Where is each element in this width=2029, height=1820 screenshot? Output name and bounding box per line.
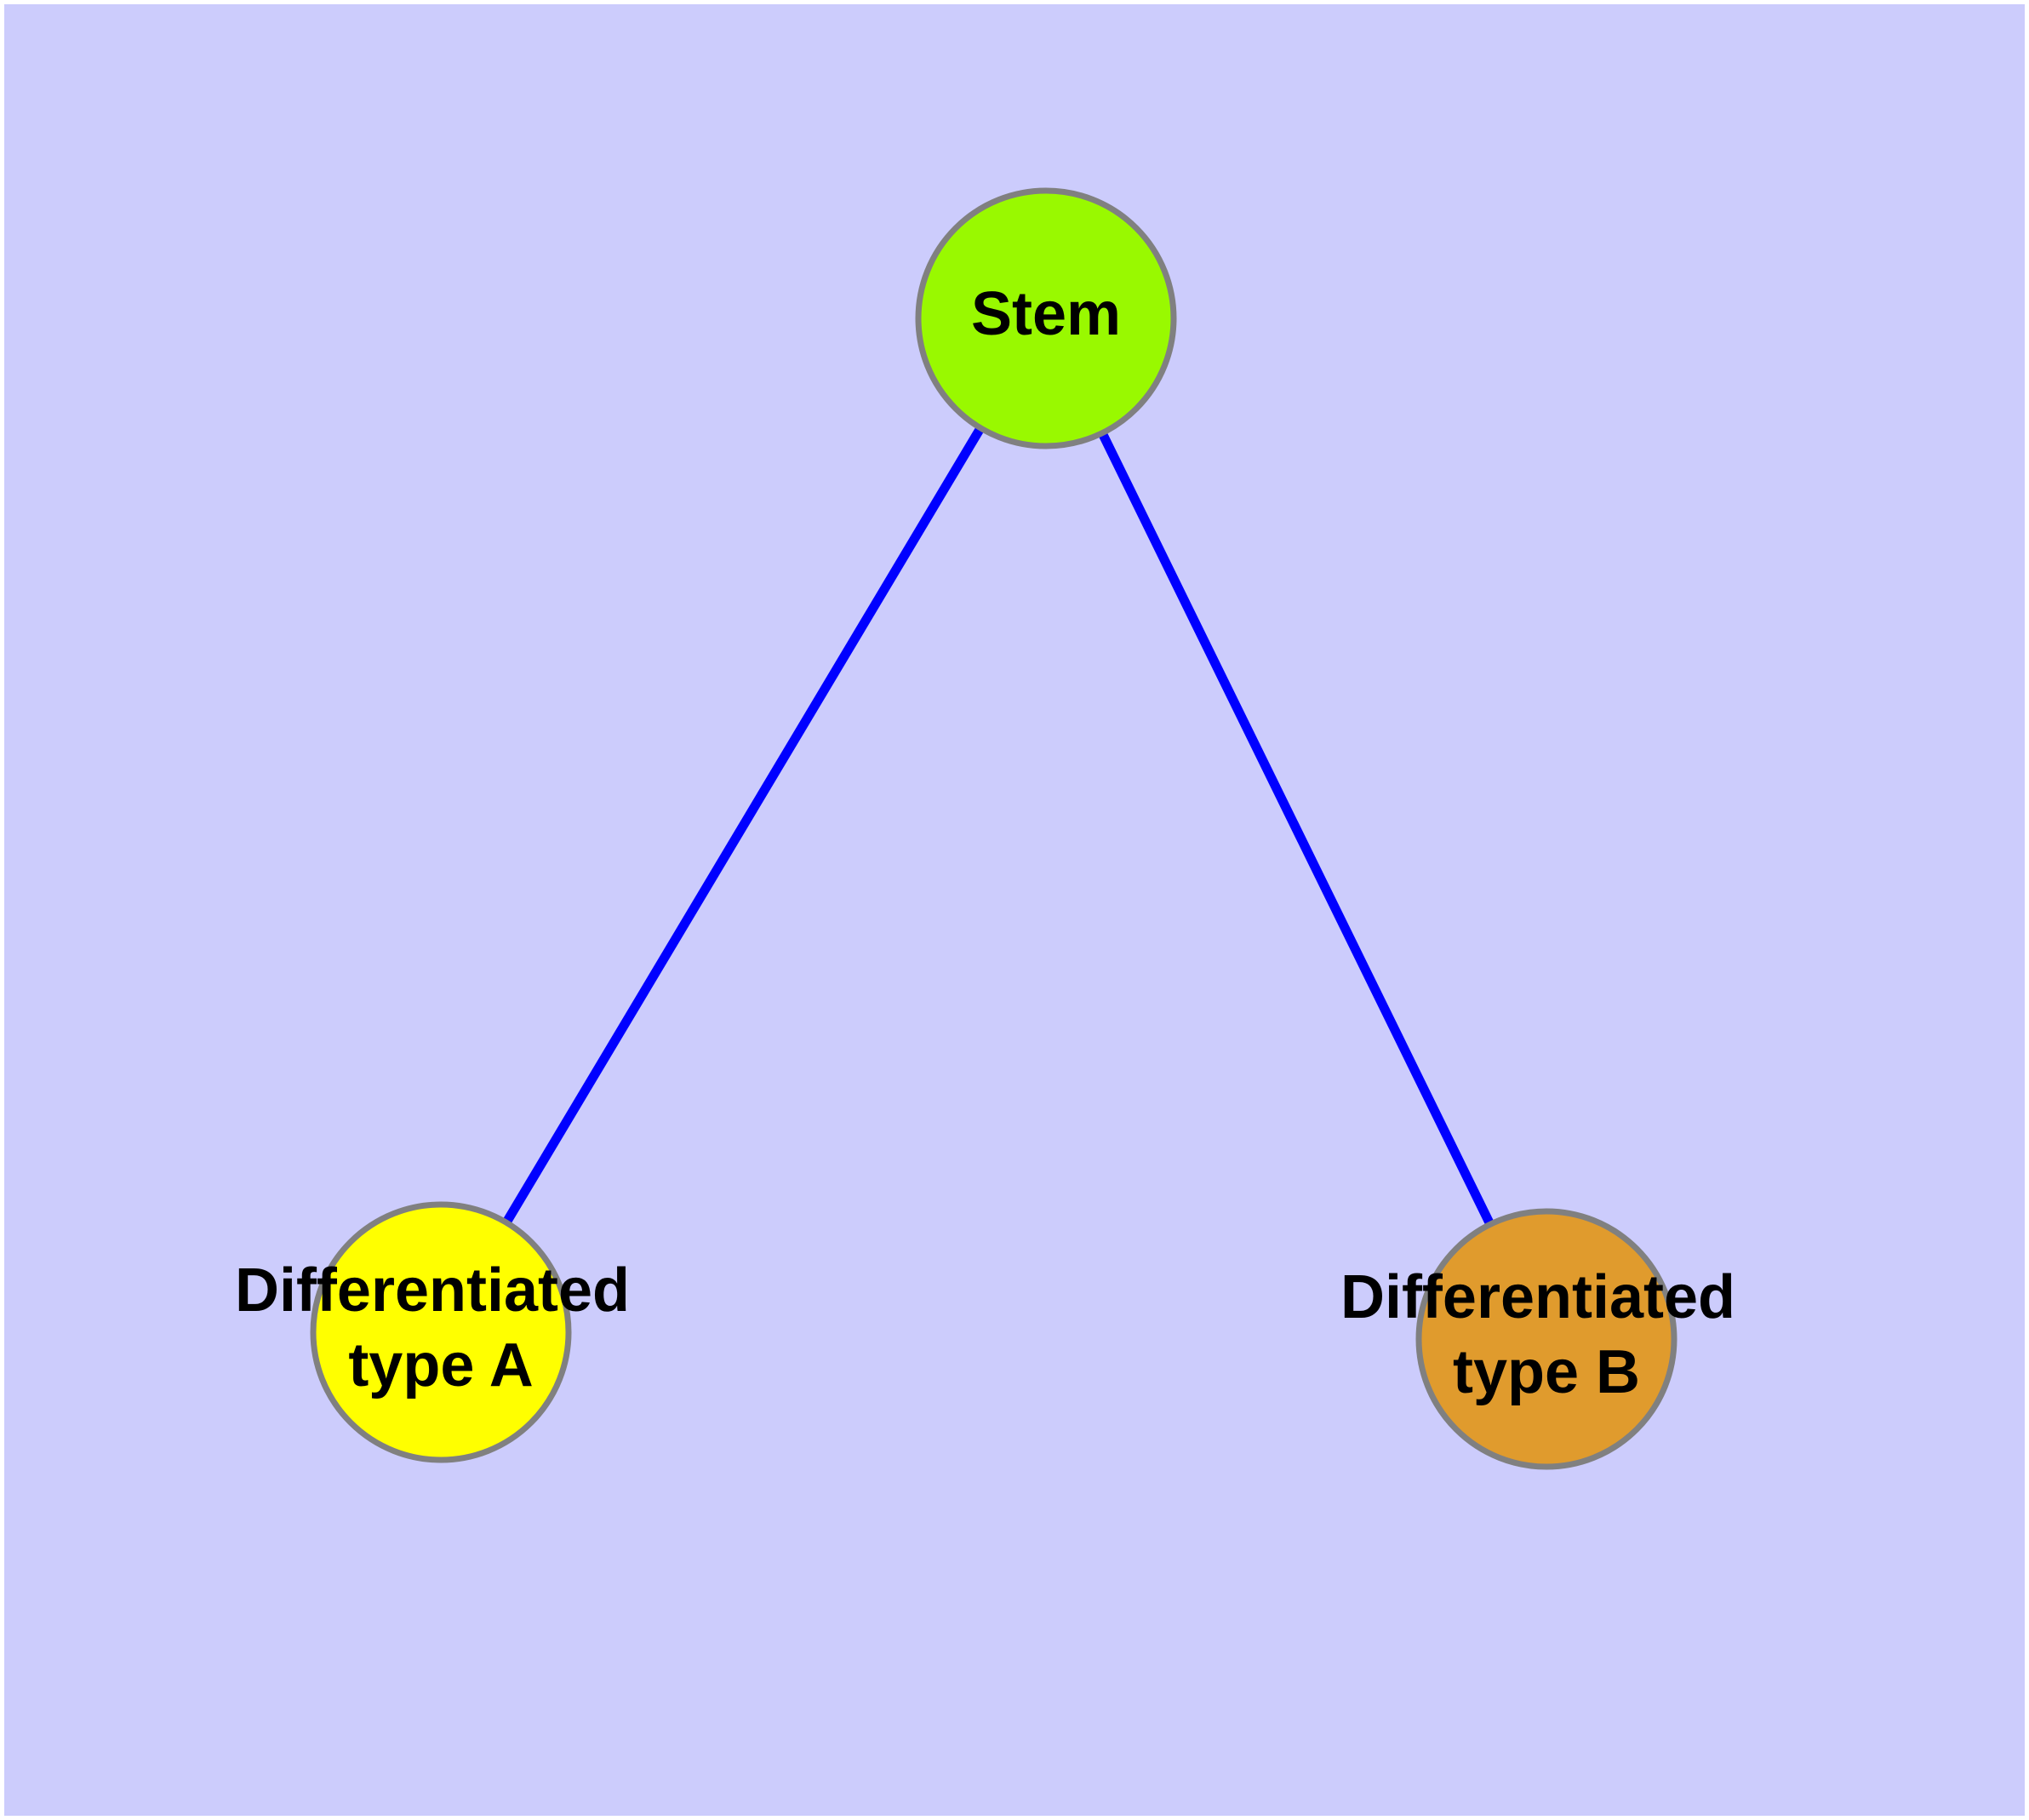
node-stem[interactable] (915, 187, 1177, 449)
node-differentiated-type-b[interactable] (1415, 1208, 1677, 1470)
node-label-differentiated-type-b: Differentiated type B (1340, 1263, 1752, 1406)
node-layer (310, 187, 1677, 1470)
node-label-differentiated-type-a: Differentiated type A (235, 1256, 647, 1399)
node-label-differentiated-type-b-line-2: type B (1453, 1338, 1640, 1406)
edge-stem-to-differentiated-type-a[interactable] (437, 316, 1050, 1335)
edge-stem-to-differentiated-type-b[interactable] (1042, 316, 1551, 1342)
node-differentiated-type-a[interactable] (310, 1201, 572, 1463)
node-label-stem-line-1: Stem (971, 280, 1121, 348)
label-layer: Stem Differentiated type A Differentiate… (235, 280, 1752, 1406)
edge-layer (437, 316, 1551, 1342)
node-label-differentiated-type-b-line-1: Differentiated (1340, 1263, 1735, 1331)
node-label-differentiated-type-a-line-1: Differentiated (235, 1256, 630, 1325)
node-label-stem: Stem (971, 280, 1121, 348)
node-label-differentiated-type-a-line-2: type A (348, 1331, 533, 1399)
